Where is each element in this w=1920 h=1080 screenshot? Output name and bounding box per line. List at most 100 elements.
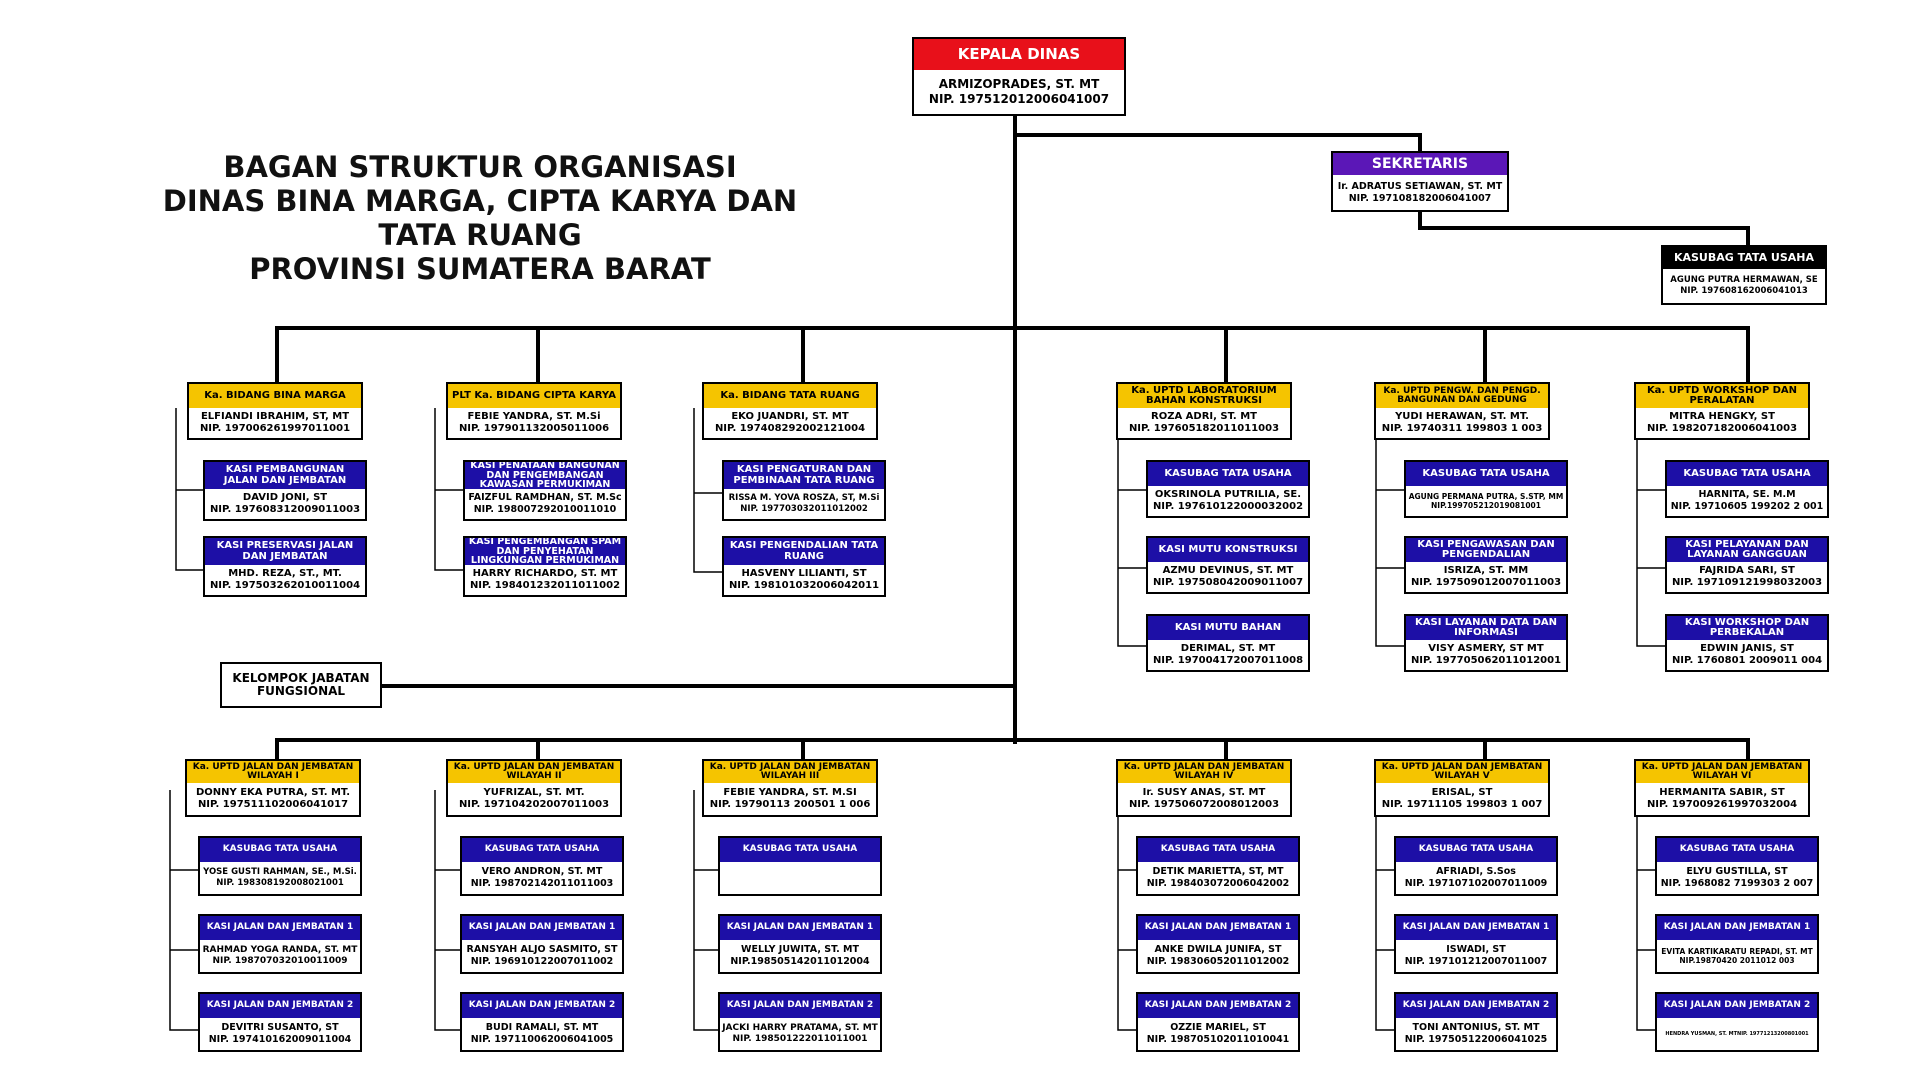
uptd-2-head-header: Ka. UPTD JALAN DAN JEMBATAN WILAYAH II <box>448 761 620 783</box>
uptd-5-sub-2-nip: NIP. 197101212007011007 <box>1404 956 1548 967</box>
kepala-dinas-name: ARMIZOPRADES, ST. MT <box>938 77 1100 91</box>
uptd-1-sub-2-person-name: RAHMAD YOGA RANDA, ST. MT <box>202 944 358 955</box>
uptd-4-sub-2-header: KASI JALAN DAN JEMBATAN 1 <box>1138 916 1298 940</box>
uptd-5-sub-1-header: KASUBAG TATA USAHA <box>1396 838 1556 862</box>
bidang-1-head-person-name: ELFIANDI IBRAHIM, ST, MT <box>200 410 350 422</box>
uptd-2-sub-2-nip: NIP. 196910122007011002 <box>470 956 614 967</box>
bidang-3-sub-1-box: KASI PENGATURAN DAN PEMBINAAN TATA RUANG… <box>722 460 886 521</box>
kasubag-tata-usaha-body: AGUNG PUTRA HERMAWAN, SE NIP. 1976081620… <box>1663 269 1825 303</box>
uptd-2-sub-2-header: KASI JALAN DAN JEMBATAN 1 <box>462 916 622 940</box>
uptd-3-head-person-name: FEBIE YANDRA, ST. M.SI <box>723 786 857 798</box>
sekretaris-header: SEKRETARIS <box>1333 153 1507 175</box>
uptd-6-sub-2-person-name: EVITA KARTIKARATU REPADI, ST. MT <box>1661 946 1813 956</box>
bidang-6-sub-1-nip: NIP. 19710605 199202 2 001 <box>1670 501 1824 512</box>
uptd-4-sub-2-person-name: ANKE DWILA JUNIFA, ST <box>1154 944 1282 956</box>
bidang-4-sub-1-body: OKSRINOLA PUTRILIA, SE.NIP. 197610122000… <box>1148 486 1308 516</box>
bidang-2-sub-1-header: KASI PENATAAN BANGUNAN DAN PENGEMBANGAN … <box>465 462 625 490</box>
bidang-6-sub-1-header: KASUBAG TATA USAHA <box>1667 462 1827 486</box>
uptd-3-sub-1-box: KASUBAG TATA USAHA <box>718 836 882 896</box>
bidang-1-sub-2-nip: NIP. 197503262010011004 <box>209 580 361 591</box>
bidang-4-sub-1-header: KASUBAG TATA USAHA <box>1148 462 1308 486</box>
bidang-3-head-box: Ka. BIDANG TATA RUANG EKO JUANDRI, ST. MT… <box>702 382 878 440</box>
uptd-1-head-nip: NIP. 197511102006041017 <box>197 799 349 810</box>
bidang-3-sub-1-person-name: RISSA M. YOVA ROSZA, ST, M.Si <box>728 493 880 504</box>
title-line-2: DINAS BINA MARGA, CIPTA KARYA DAN TATA R… <box>162 184 798 252</box>
title-line-1: BAGAN STRUKTUR ORGANISASI <box>223 150 737 184</box>
bidang-3-sub-1-header: KASI PENGATURAN DAN PEMBINAAN TATA RUANG <box>724 462 884 489</box>
bidang-2-head-nip: NIP. 197901132005011006 <box>458 423 610 434</box>
bidang-4-sub-2-header: KASI MUTU KONSTRUKSI <box>1148 538 1308 562</box>
uptd-4-head-header: Ka. UPTD JALAN DAN JEMBATAN WILAYAH IV <box>1118 761 1290 783</box>
bidang-2-sub-2-nip: NIP. 198401232011011002 <box>469 580 621 591</box>
bidang-5-sub-1-person-name: AGUNG PERMANA PUTRA, S.STP, MM <box>1408 491 1564 501</box>
uptd-2-sub-3-nip: NIP. 197110062006041005 <box>470 1034 614 1045</box>
bidang-2-sub-1-box: KASI PENATAAN BANGUNAN DAN PENGEMBANGAN … <box>463 460 627 521</box>
bidang-1-sub-1-header: KASI PEMBANGUNAN JALAN DAN JEMBATAN <box>205 462 365 489</box>
bidang-4-sub-3-header: KASI MUTU BAHAN <box>1148 616 1308 640</box>
uptd-1-head-person-name: DONNY EKA PUTRA, ST. MT. <box>195 786 351 798</box>
bidang-5-sub-3-nip: NIP. 197705062011012001 <box>1410 655 1562 666</box>
uptd-6-sub-2-header: KASI JALAN DAN JEMBATAN 1 <box>1657 916 1817 940</box>
bidang-3-sub-2-nip: NIP. 198101032006042011 <box>728 580 880 591</box>
title-line-3: PROVINSI SUMATERA BARAT <box>249 252 711 286</box>
uptd-4-sub-2-nip: NIP. 198306052011012002 <box>1146 956 1290 967</box>
uptd-6-sub-1-nip: NIP. 1968082 7199303 2 007 <box>1660 878 1814 889</box>
bidang-3-head-nip: NIP. 197408292002121004 <box>714 423 866 434</box>
uptd-6-head-person-name: HERMANITA SABIR, ST <box>1659 786 1785 798</box>
uptd-3-sub-2-header: KASI JALAN DAN JEMBATAN 1 <box>720 916 880 940</box>
uptd-1-sub-2-header: KASI JALAN DAN JEMBATAN 1 <box>200 916 360 940</box>
bidang-6-sub-3-header: KASI WORKSHOP DAN PERBEKALAN <box>1667 616 1827 640</box>
kelompok-jabatan-fungsional: KELOMPOK JABATAN FUNGSIONAL <box>220 662 382 708</box>
bidang-6-head-header: Ka. UPTD WORKSHOP DAN PERALATAN <box>1636 384 1808 408</box>
bidang-5-sub-3-person-name: VISY ASMERY, ST MT <box>1428 642 1544 654</box>
kasubag-tata-usaha-box: KASUBAG TATA USAHA AGUNG PUTRA HERMAWAN,… <box>1661 245 1827 305</box>
uptd-6-sub-1-header: KASUBAG TATA USAHA <box>1657 838 1817 862</box>
uptd-5-sub-2-header: KASI JALAN DAN JEMBATAN 1 <box>1396 916 1556 940</box>
bidang-2-sub-1-nip: NIP. 198007292010011010 <box>473 504 617 515</box>
kasubag-tata-usaha-name: AGUNG PUTRA HERMAWAN, SE <box>1670 275 1818 286</box>
uptd-4-sub-1-nip: NIP. 198403072006042002 <box>1146 878 1290 889</box>
uptd-3-sub-3-header: KASI JALAN DAN JEMBATAN 2 <box>720 994 880 1018</box>
uptd-3-sub-1-body <box>720 862 880 894</box>
uptd-2-head-nip: NIP. 197104202007011003 <box>458 799 610 810</box>
uptd-5-sub-1-nip: NIP. 197107102007011009 <box>1404 878 1548 889</box>
bidang-2-sub-2-person-name: HARRY RICHARDO, ST. MT <box>472 567 618 579</box>
bidang-3-head-person-name: EKO JUANDRI, ST. MT <box>731 410 849 422</box>
uptd-4-sub-1-person-name: DETIK MARIETTA, ST, MT <box>1152 866 1284 878</box>
bidang-1-sub-2-body: MHD. REZA, ST., MT.NIP. 1975032620100110… <box>205 565 365 595</box>
kepala-dinas-box: KEPALA DINAS ARMIZOPRADES, ST. MT NIP. 1… <box>912 37 1126 116</box>
kepala-dinas-nip: NIP. 197512012006041007 <box>928 92 1110 106</box>
bidang-6-sub-2-nip: NIP. 197109121998032003 <box>1671 577 1823 588</box>
bidang-1-sub-1-nip: NIP. 197608312009011003 <box>209 504 361 515</box>
bidang-3-head-header: Ka. BIDANG TATA RUANG <box>704 384 876 408</box>
uptd-5-head-person-name: ERISAL, ST <box>1431 786 1493 798</box>
uptd-1-head-body: DONNY EKA PUTRA, ST. MT.NIP. 19751110200… <box>187 783 359 815</box>
